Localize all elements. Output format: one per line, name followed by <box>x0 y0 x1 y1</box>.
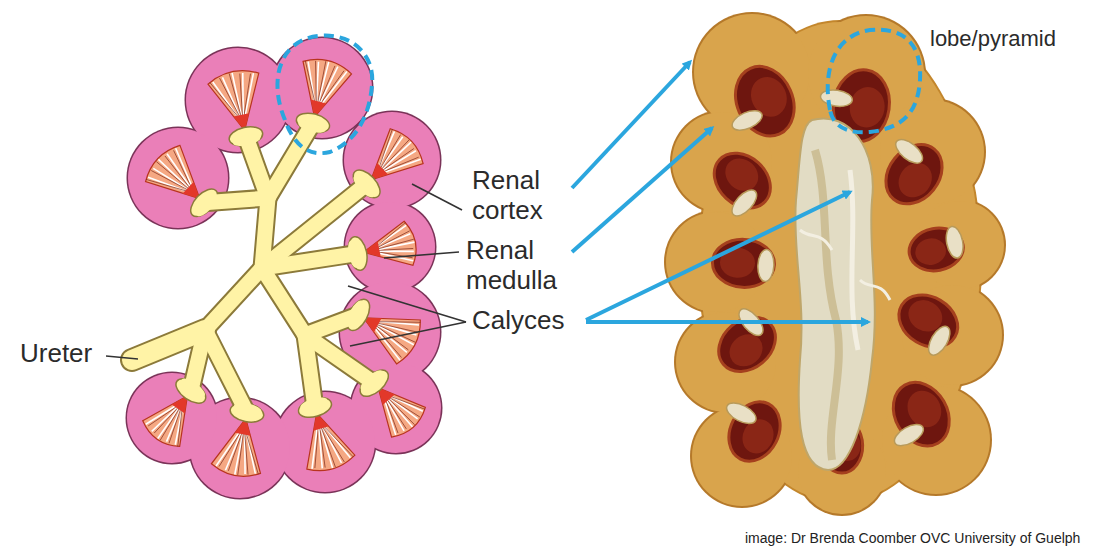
pyramid-fan <box>378 388 425 437</box>
calyx-cup-fill <box>232 132 261 148</box>
leader-line <box>106 184 466 359</box>
pyramid-fan <box>146 145 200 198</box>
cortex-lobe <box>127 373 217 463</box>
label-slot: Ureter <box>20 339 92 369</box>
calyx-cup <box>345 235 369 272</box>
pointer-arrow <box>572 62 868 322</box>
renal-sinus <box>795 118 875 470</box>
calyx-cup-fill <box>297 118 327 135</box>
medullary-pyramid <box>307 413 355 471</box>
calyx-branch <box>262 184 367 268</box>
renal-pyramid <box>905 224 966 276</box>
calyx-cup-fill <box>194 192 221 219</box>
schematic-kidney <box>126 37 443 500</box>
renal-pyramid <box>719 393 790 470</box>
calyx-outline <box>262 268 305 335</box>
calyx-cup <box>728 186 761 220</box>
pointer-arrow <box>572 62 690 188</box>
renal-pyramid <box>703 142 781 219</box>
part-label: Renal cortex <box>472 166 572 226</box>
renal-pyramid <box>725 57 805 145</box>
calyx-cup-fill <box>179 376 208 400</box>
calyx-branch <box>262 253 358 268</box>
leader-line <box>106 356 138 359</box>
part-label: Renal medulla <box>466 236 586 296</box>
image-credit: image: Dr Brenda Coomber OVC University … <box>745 530 1080 546</box>
calyx-branch <box>305 335 315 407</box>
medullary-pyramid <box>211 419 260 477</box>
calyx-branch <box>205 268 262 330</box>
medullary-pyramid <box>378 388 425 437</box>
renal-pyramid <box>874 133 953 215</box>
kidney-section-photo <box>664 12 1006 516</box>
label-slot: Renal cortex <box>472 166 572 226</box>
pointer-arrow <box>586 192 850 320</box>
calyx-outline <box>262 184 367 268</box>
medullary-pyramid <box>371 129 423 180</box>
calyx-outline <box>305 335 315 407</box>
renal-pyramid <box>882 372 960 456</box>
calyx-cup <box>757 249 775 282</box>
figure-label: lobe/pyramid <box>930 26 1056 51</box>
sinus-vessel <box>815 150 839 460</box>
calyx-cup-fill <box>358 367 386 393</box>
calyx-outline <box>246 136 268 198</box>
calyx-cup-fill <box>233 401 262 416</box>
calyx-branch <box>262 268 305 335</box>
sinus-vessel <box>800 230 890 300</box>
pyramid-fan <box>303 59 351 117</box>
calyx-outline <box>205 330 247 413</box>
kidney-capsule <box>698 20 982 504</box>
calyx-branch <box>246 136 268 198</box>
cortex-lobe <box>275 392 375 492</box>
medullary-pyramid <box>143 396 188 447</box>
renal-pyramid <box>913 236 948 268</box>
calyx-branch <box>205 330 247 413</box>
calyx-outline <box>205 268 262 330</box>
label-slot: Renal medulla <box>466 236 586 296</box>
calyx-cup <box>891 420 927 450</box>
calyx-cup-fill <box>344 298 366 327</box>
leader-line <box>348 286 466 322</box>
dashed-lobe-outline <box>828 30 920 133</box>
renal-pyramid <box>847 85 887 130</box>
medullary-pyramid <box>303 59 351 117</box>
calyx-cup <box>819 88 853 108</box>
label-slot: lobe/pyramid <box>930 26 1056 51</box>
medullary-pyramid <box>146 145 200 198</box>
leader-line <box>412 184 462 210</box>
pointer-arrow <box>572 128 712 252</box>
leader-line <box>384 252 459 258</box>
calyx-cup <box>944 225 966 259</box>
pointer-arrow <box>586 320 868 324</box>
label-slot: Calyces <box>472 306 564 336</box>
calyx-cup <box>924 323 954 359</box>
part-label: Calyces <box>472 306 564 336</box>
leader-line <box>350 322 466 346</box>
calyx-cup-fill <box>346 240 361 269</box>
pyramid-fan <box>143 396 188 447</box>
calyx-cup-fill <box>350 173 376 200</box>
pyramid-fan <box>208 71 259 131</box>
dashed-lobe-outline <box>277 30 920 153</box>
medullary-pyramid <box>364 221 417 265</box>
cortex-lobe <box>128 128 228 228</box>
part-label: Ureter <box>20 339 92 369</box>
calyx-cup <box>227 124 264 149</box>
pyramid-fan <box>364 221 417 265</box>
pyramid-fan <box>371 129 423 180</box>
calyx-cup <box>229 401 266 425</box>
calyx-cup <box>729 107 765 135</box>
calyx-cup <box>892 135 927 168</box>
calyx-cup-fill <box>299 395 329 412</box>
renal-cortex-tissue <box>700 22 980 502</box>
pyramid-fan <box>211 419 260 477</box>
medullary-pyramid <box>208 71 259 131</box>
renal-pyramid <box>719 152 765 198</box>
dashed-lobe-outline <box>277 36 372 154</box>
pyramid-fan <box>307 413 355 471</box>
calyx-cup <box>723 399 759 428</box>
label-slot: image: Dr Brenda Coomber OVC University … <box>745 530 1080 546</box>
